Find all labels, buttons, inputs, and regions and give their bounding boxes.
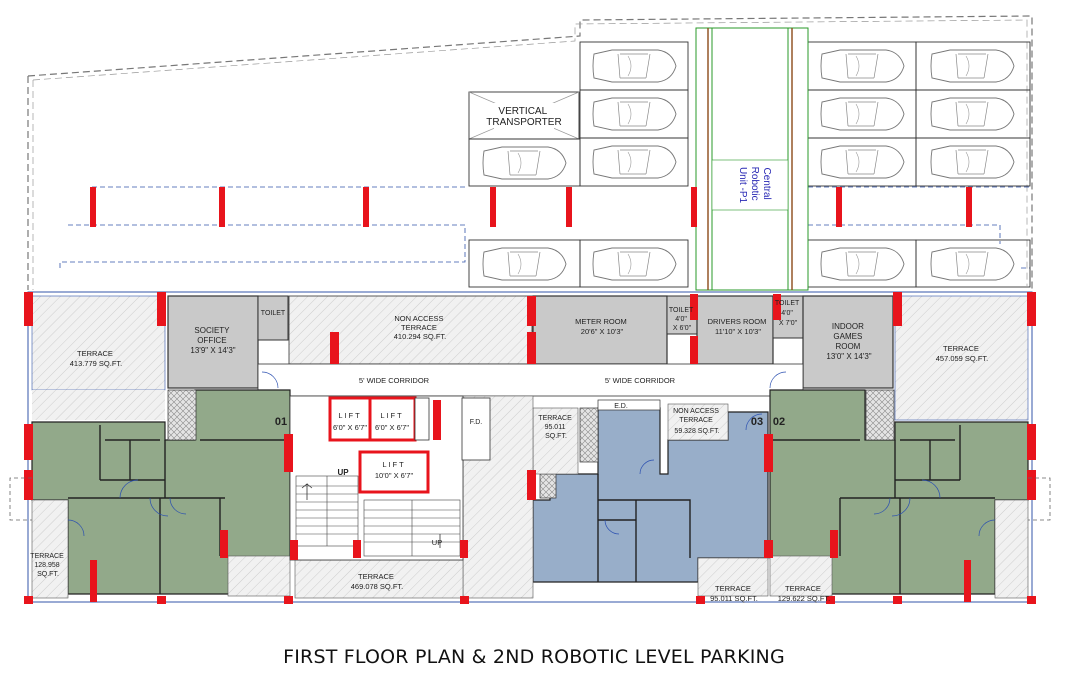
car-icon <box>815 45 909 87</box>
drivers-room <box>696 295 774 365</box>
lift-1-label: L I F T 6'0" X 6'7" <box>333 411 367 432</box>
car-icon <box>925 243 1019 285</box>
terrace-mid-95-label: TERRACE 95.011 SQ.FT. <box>538 415 573 440</box>
corridor-left-label: 5' WIDE CORRIDOR <box>359 376 430 385</box>
terrace-469 <box>294 559 464 599</box>
terrace-mid-95 <box>532 407 579 475</box>
lift-3-label: L I F T 10'0" X 6'7" <box>375 460 414 480</box>
non-access-terrace-top-label: NON ACCESS TERRACE 410.294 SQ.FT. <box>394 314 447 341</box>
terrace-95-bottom-label: TERRACE 95.011 SQ.FT. <box>710 584 758 603</box>
corridor <box>257 363 804 397</box>
car-icon <box>925 93 1019 135</box>
flat-03-number: 03 <box>751 416 763 428</box>
drawing-caption: FIRST FLOOR PLAN & 2ND ROBOTIC LEVEL PAR… <box>283 646 785 668</box>
stair-up-label-1: UP <box>337 468 349 477</box>
indoor-games-room <box>802 295 894 389</box>
site-boundary-upper <box>27 15 1033 290</box>
toilet-mid-label: TOILET 4'0" X 6'0" <box>669 307 695 332</box>
terrace-128-label: TERRACE 128.958 SQ.FT. <box>30 553 65 578</box>
vertical-transporter-label: VERTICAL TRANSPORTER <box>486 106 561 128</box>
terrace-left <box>31 295 166 391</box>
car-icon <box>815 93 909 135</box>
upper-columns <box>90 187 972 227</box>
stair-up-label-2: UP <box>432 538 442 547</box>
terrace-129-label: TERRACE 129.622 SQ.FT. <box>778 584 831 603</box>
non-access-terrace-59-label: NON ACCESS TERRACE 59.328 SQ.FT. <box>673 408 721 435</box>
toilet-right-label: TOILET 4'0" X 7'0" <box>775 300 801 327</box>
ed-label: E.D. <box>614 403 628 410</box>
car-icon <box>587 243 681 285</box>
car-icon <box>477 243 571 285</box>
lift-core <box>289 395 491 561</box>
car-icon <box>815 141 909 183</box>
terrace-left-label: TERRACE 413.779 SQ.FT. <box>70 349 123 368</box>
central-robotic-unit: Central Robotic Unit -P1 <box>695 27 809 291</box>
car-icon <box>587 45 681 87</box>
drivers-room-label: DRIVERS ROOM 11'10" X 10'3" <box>708 317 769 336</box>
car-icon <box>925 141 1019 183</box>
car-icon <box>477 142 571 184</box>
central-robotic-label: Central Robotic Unit -P1 <box>737 167 772 204</box>
car-icon <box>925 45 1019 87</box>
non-access-terrace-top <box>288 295 533 365</box>
car-icon <box>587 141 681 183</box>
terrace-right <box>894 295 1029 421</box>
lower-columns <box>24 292 1036 604</box>
indoor-games-label: INDOOR GAMES ROOM 13'0" X 14'3" <box>826 322 871 361</box>
non-access-terrace-59 <box>667 403 729 441</box>
toilet-left-label: TOILET <box>261 310 286 317</box>
flat-01-number: 01 <box>275 416 287 428</box>
society-office-label: SOCIETY OFFICE 13'9" X 14'3" <box>190 326 235 355</box>
vertical-transporter: VERTICAL TRANSPORTER <box>468 91 580 140</box>
fd-label: F.D. <box>470 419 483 426</box>
lift-2-label: L I F T 6'0" X 6'7" <box>375 411 409 432</box>
terrace-right-label: TERRACE 457.059 SQ.FT. <box>936 344 989 363</box>
society-office <box>167 295 259 389</box>
corridor-right-label: 5' WIDE CORRIDOR <box>605 376 676 385</box>
car-icon <box>587 93 681 135</box>
flat-02-number: 02 <box>773 416 785 428</box>
car-icon <box>815 243 909 285</box>
flat-03 <box>532 407 769 597</box>
meter-room <box>532 295 668 365</box>
meter-room-label: METER ROOM 20'6" X 10'3" <box>575 317 629 336</box>
terrace-469-label: TERRACE 469.078 SQ.FT. <box>351 572 404 591</box>
